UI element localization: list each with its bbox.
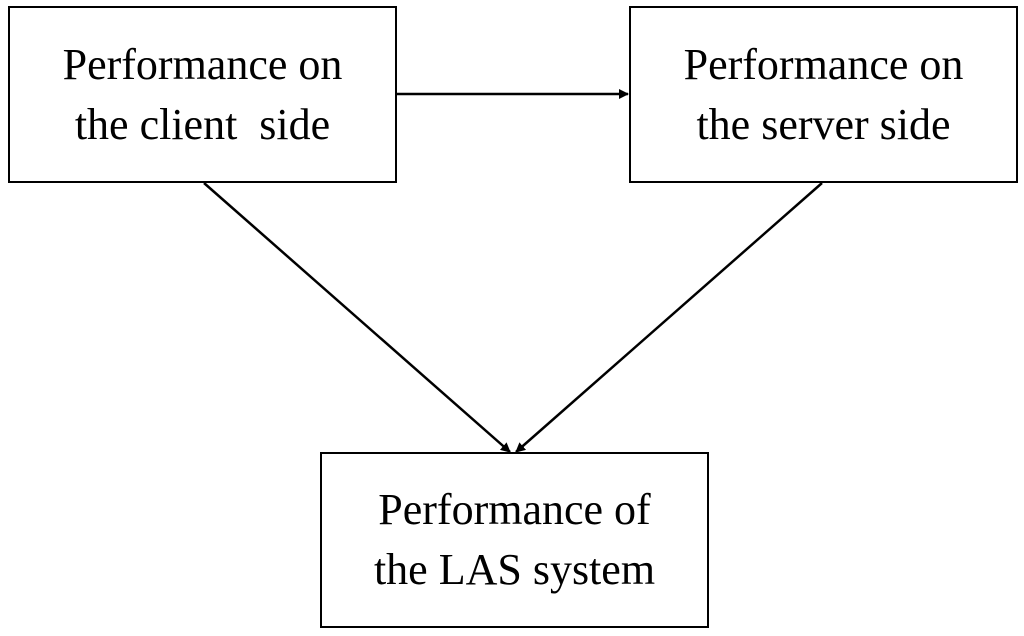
node-las-performance: Performance of the LAS system bbox=[320, 452, 709, 628]
node-las-line2: the LAS system bbox=[373, 545, 656, 594]
node-las-line1: Performance of bbox=[378, 485, 651, 534]
arrow-client-to-las bbox=[203, 182, 511, 453]
node-server-line1: Performance on bbox=[683, 39, 964, 89]
node-client-performance: Performance on the client side bbox=[8, 6, 397, 183]
node-server-performance: Performance on the server side bbox=[629, 6, 1018, 183]
arrow-server-to-las bbox=[515, 182, 823, 453]
node-client-line2: the client side bbox=[74, 99, 331, 149]
node-server-line2: the server side bbox=[696, 99, 951, 149]
node-client-line1: Performance on bbox=[62, 39, 343, 89]
